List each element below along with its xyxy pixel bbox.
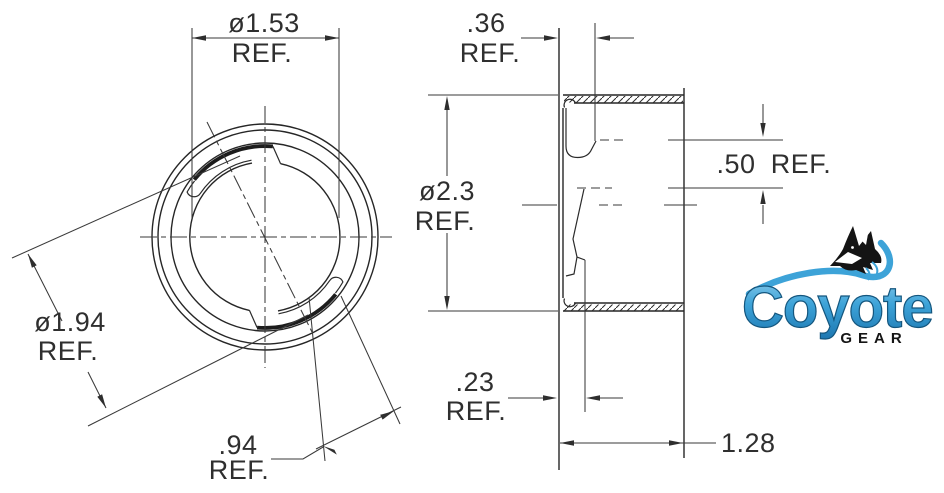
dim-ref: REF. xyxy=(415,206,476,236)
dim-side-overall-length: 1.28 xyxy=(560,428,776,458)
logo: Coyote GEAR xyxy=(741,226,934,347)
hatch-top-wall xyxy=(564,96,683,103)
dim-value: 1.28 xyxy=(721,428,776,458)
logo-swoosh xyxy=(745,239,894,298)
rolled-lip-top xyxy=(563,98,577,108)
dim-value: ø2.3 xyxy=(419,176,475,206)
dim-ref: REF. xyxy=(209,455,270,485)
dim-front-mid-diameter: ø1.94 REF. xyxy=(11,155,309,427)
slot-entry-step-bottom xyxy=(248,310,258,328)
dim-side-slot-spacing: .50 REF. xyxy=(668,104,831,224)
hatch-bottom-wall xyxy=(564,304,683,311)
slot-entry-step-top xyxy=(272,146,282,164)
front-view xyxy=(140,106,392,368)
dim-ref: REF. xyxy=(232,38,293,68)
side-view xyxy=(522,23,697,470)
logo-sub-brand-text: GEAR xyxy=(840,330,907,347)
dim-side-slot-depth: .36 REF. xyxy=(460,8,634,68)
logo-brand-text: Coyote xyxy=(742,275,933,340)
slot-hook-top xyxy=(186,159,252,198)
dim-front-slot-span: .94 REF. xyxy=(209,295,402,485)
rolled-lip-bottom xyxy=(563,298,577,308)
dim-value: .23 xyxy=(455,367,494,397)
coyote-head-icon xyxy=(830,226,882,281)
dim-ref: REF. xyxy=(771,149,832,179)
dim-ref: REF. xyxy=(460,38,521,68)
slot-hook-bottom xyxy=(278,276,344,315)
dim-value: .94 xyxy=(218,430,257,460)
dim-ref: REF. xyxy=(38,336,99,366)
inner-bore-left-arc xyxy=(189,162,253,312)
slot-channel-profile xyxy=(565,108,597,159)
wall-outlines xyxy=(563,94,684,312)
dim-front-inner-diameter: ø1.53 REF. xyxy=(191,8,340,218)
ramp-profile xyxy=(565,188,586,277)
dim-value: .36 xyxy=(466,8,505,38)
bayonet-ramp-bottom xyxy=(256,293,338,330)
bayonet-ramp-top xyxy=(192,144,274,181)
dim-side-wall-offset: .23 REF. xyxy=(446,367,623,426)
dim-value: ø1.53 xyxy=(228,8,300,38)
inner-bore-right-arc xyxy=(277,163,341,312)
dim-value: .50 xyxy=(716,149,755,179)
dim-ref: REF. xyxy=(446,396,507,426)
dim-value: ø1.94 xyxy=(34,307,106,337)
centerline-diagonal xyxy=(206,121,313,333)
dim-side-outer-diameter: ø2.3 REF. xyxy=(415,94,558,312)
